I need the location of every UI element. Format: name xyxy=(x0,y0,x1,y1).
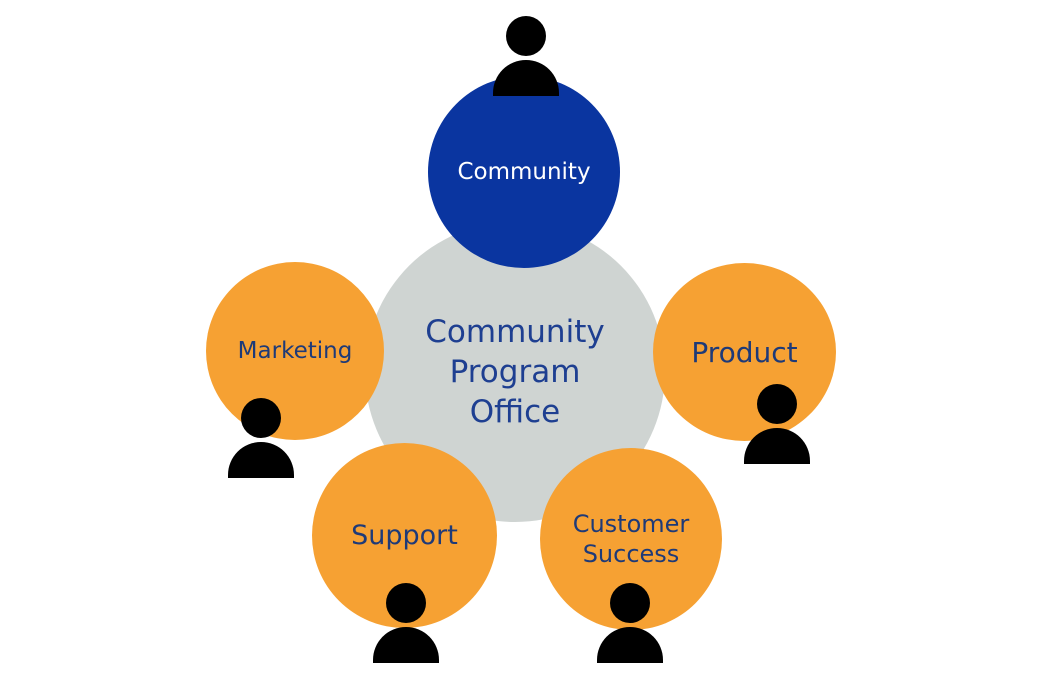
support-circle: Support xyxy=(312,443,497,628)
person-head xyxy=(610,583,650,623)
customer-success-label: Customer Success xyxy=(572,510,690,568)
person-head xyxy=(386,583,426,623)
customer-success-circle: Customer Success xyxy=(540,448,722,630)
person-head xyxy=(757,384,797,424)
marketing-label: Marketing xyxy=(237,337,353,364)
person-icon xyxy=(744,384,810,464)
marketing-circle: Marketing xyxy=(206,262,384,440)
product-circle: Product xyxy=(653,263,836,441)
product-label: Product xyxy=(691,335,798,369)
community-circle: Community xyxy=(428,76,620,268)
community-label: Community xyxy=(457,158,591,185)
person-body xyxy=(744,428,810,464)
person-body xyxy=(597,627,663,663)
person-head xyxy=(506,16,546,56)
person-icon xyxy=(373,583,439,663)
person-icon xyxy=(228,398,294,478)
person-head xyxy=(241,398,281,438)
person-icon xyxy=(597,583,663,663)
support-label: Support xyxy=(351,519,458,551)
community-program-office-label: Community Program Office xyxy=(425,313,605,431)
person-body xyxy=(373,627,439,663)
person-icon xyxy=(493,16,559,96)
person-body xyxy=(228,442,294,478)
person-body xyxy=(493,60,559,96)
